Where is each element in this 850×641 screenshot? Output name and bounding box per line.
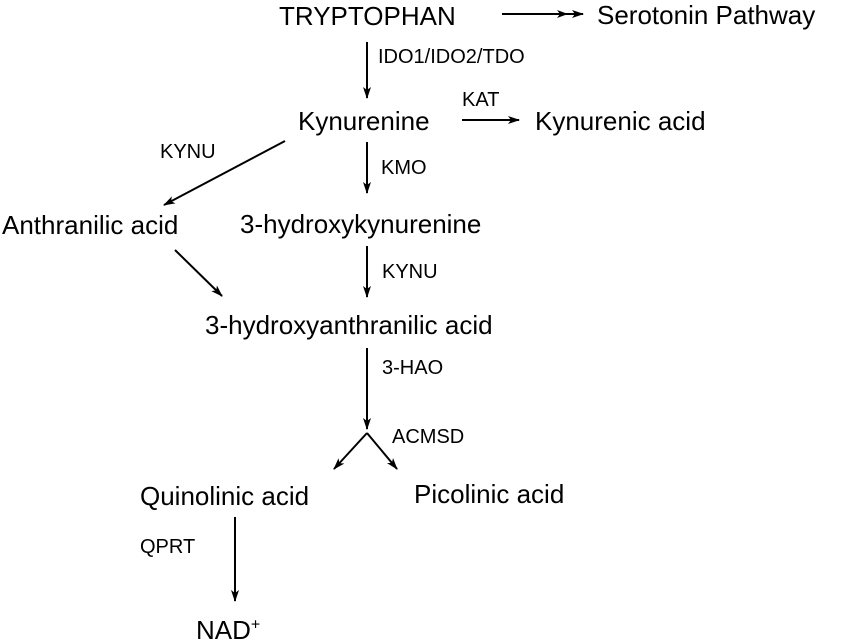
arrow-branch-picolinic [366, 432, 398, 470]
enzyme-acmsd: ACMSD [392, 426, 465, 448]
enzyme-kynu-left: KYNU [160, 141, 216, 163]
nad-label: NAD [196, 615, 251, 641]
node-3-hydroxykynurenine: 3-hydroxykynurenine [240, 209, 482, 239]
enzyme-ido-tdo: IDO1/IDO2/TDO [378, 46, 525, 68]
node-kynurenic-acid: Kynurenic acid [535, 106, 706, 136]
enzyme-qprt: QPRT [140, 536, 196, 558]
arrow-kynurenine-anthranilic [163, 140, 286, 206]
node-quinolinic-acid: Quinolinic acid [140, 481, 310, 511]
arrow-anthranilic-hydroxyanthranilic [174, 249, 223, 297]
enzyme-3-hao: 3-HAO [382, 357, 444, 379]
node-anthranilic-acid: Anthranilic acid [2, 210, 179, 240]
node-nad: NAD+ [196, 617, 260, 641]
enzyme-kat: KAT [462, 89, 500, 111]
enzyme-kmo: KMO [381, 157, 427, 179]
node-tryptophan: TRYPTOPHAN [279, 1, 456, 31]
node-picolinic-acid: Picolinic acid [414, 479, 565, 509]
node-kynurenine: Kynurenine [298, 106, 430, 136]
enzyme-kynu-center: KYNU [382, 261, 438, 283]
arrowhead-serotonin-secondary [557, 10, 568, 18]
node-serotonin-pathway: Serotonin Pathway [597, 0, 816, 30]
arrow-branch-quinolinic [333, 432, 368, 470]
node-3-hydroxyanthranilic-acid: 3-hydroxyanthranilic acid [205, 310, 493, 340]
nad-charge: + [250, 616, 261, 634]
